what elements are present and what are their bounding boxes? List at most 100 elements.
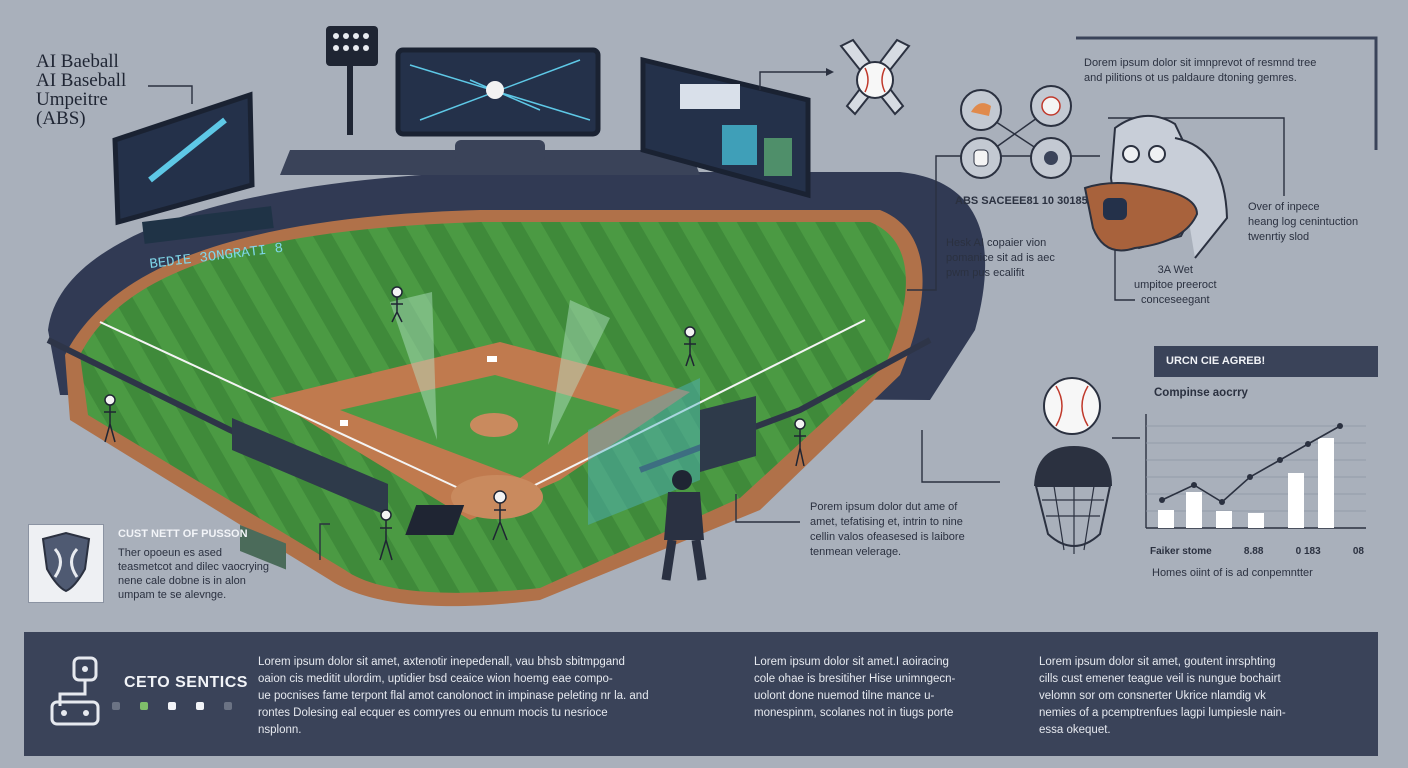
- chart-caption: Homes oiint of is ad conpemntter: [1152, 567, 1313, 579]
- page-title: AI Baeball AI Baseball Umpeitre (ABS): [36, 52, 126, 128]
- stadium-illustration: BEDIE 3ONGRATI 8: [46, 26, 986, 607]
- mid-note-line-1: Porem ipsum dolor dut ame of: [810, 501, 958, 513]
- agreement-banner: URCN CIE AGREB!: [1154, 346, 1378, 377]
- chart-point: [1305, 441, 1311, 447]
- holo-display: [588, 378, 700, 525]
- footer-column-2: Lorem ipsum dolor sit amet.I aoiracing c…: [754, 654, 955, 722]
- footer-col1-line-4: rontes Dolesing eal ecquer es comryres o…: [258, 707, 608, 719]
- abs-label: ABS SACEEE81 10 30185: [955, 195, 1088, 207]
- footer-col3-line-4: nemies of a pcemptrenfues lagpi lumpiesl…: [1039, 707, 1286, 719]
- footer-col2-line-1: Lorem ipsum dolor sit amet.I aoiracing: [754, 656, 949, 668]
- footer-col3-line-1: Lorem ipsum dolor sit amet, goutent inrs…: [1039, 656, 1276, 668]
- chart-tick-label: 08: [1352, 546, 1364, 557]
- right-note-line-1: Over of inpece: [1248, 201, 1320, 213]
- upper-deck: [280, 150, 700, 175]
- catcher-helmet-icon: [1034, 446, 1112, 486]
- title-line-4: (ABS): [36, 108, 86, 129]
- umpire-mask-glove-illustration: [1083, 114, 1229, 259]
- title-line-2: AI Baseball: [36, 70, 127, 91]
- footer-col2-line-2: cole ohae is bresitiher Hise unimngecn-: [754, 673, 956, 685]
- footer-col3-line-2: cills cust emener teague veil is nungue …: [1039, 673, 1281, 685]
- umpire-note-line-2: umpitoe preeroct: [1134, 279, 1217, 291]
- top-right-note: Dorem ipsum dolor sit imnprevot of resmn…: [1084, 56, 1316, 86]
- footer-col2-line-3: uolont done nuemod tilne mance u-: [754, 690, 935, 702]
- dugout: [232, 418, 388, 516]
- shield-card: [28, 524, 104, 603]
- mid-note-line-2: amet, tefatising et, intrin to nine: [810, 516, 963, 528]
- footer-column-1: Lorem ipsum dolor sit amet, axtenotir in…: [258, 654, 649, 739]
- chart-title: Compinse aocrry: [1154, 387, 1248, 399]
- screen-camera-icon: [455, 140, 545, 162]
- chart-bar: [1216, 511, 1232, 528]
- footer-col1-line-1: Lorem ipsum dolor sit amet, axtenotir in…: [258, 656, 625, 668]
- chart-x-labels: Faiker stome 8.88 0 183 08: [1150, 544, 1364, 559]
- footer-col1-line-2: oaion cis meditit ulordim, uptidier bsd …: [258, 673, 613, 685]
- info-card-body: Ther opoeun es ased teasmetcot and dilec…: [118, 546, 269, 602]
- top-right-note-line-1: Dorem ipsum dolor sit imnprevot of resmn…: [1084, 57, 1317, 69]
- footer-col3-line-5: essa okequet.: [1039, 724, 1111, 736]
- title-line-3: Umpeitre: [36, 89, 108, 110]
- chart-tick-label: Faiker stome: [1150, 546, 1212, 557]
- footer-dot: [140, 702, 148, 710]
- chart-bar: [1158, 510, 1174, 528]
- footer-dot: [224, 702, 232, 710]
- chart-point: [1159, 497, 1165, 503]
- title-line-1: AI Baeball: [36, 51, 119, 72]
- ceto-logo-icon: [50, 656, 100, 726]
- umpire-note-line-3: conceseegant: [1141, 294, 1210, 306]
- footer-dot: [196, 702, 204, 710]
- top-right-note-line-2: and pilitions ot us paldaure dtoning gem…: [1084, 72, 1297, 84]
- right-note-line-2: heang log cenintuction: [1248, 216, 1359, 228]
- chart-bar: [1186, 492, 1202, 528]
- footer-column-3: Lorem ipsum dolor sit amet, goutent inrs…: [1039, 654, 1286, 739]
- control-console: [405, 505, 465, 535]
- umpire-note-line-1: 3A Wet: [1157, 264, 1193, 276]
- footer-col1-line-5: nsplonn.: [258, 724, 302, 736]
- info-card-heading: CUST NETT OF PUSSON: [118, 528, 248, 540]
- chart-bar: [1288, 473, 1304, 528]
- umpire-note: 3A Wet umpitoe preeroct conceseegant: [1134, 263, 1217, 308]
- footer-col2-line-4: monespinm, scolanes not in tiugs porte: [754, 707, 954, 719]
- baseball-bats-icon: [839, 38, 911, 116]
- footer-col3-line-3: velomn sor om consnerter Ukrice nlamdig …: [1039, 690, 1266, 702]
- left-note-line-3: pwm pus ecalifit: [946, 267, 1025, 279]
- chart-point: [1337, 423, 1343, 429]
- mid-note: Porem ipsum dolor dut ame of amet, tefat…: [810, 500, 965, 560]
- ball-helmet-illustration: [1034, 377, 1112, 554]
- right-note: Over of inpece heang log cenintuction tw…: [1248, 200, 1358, 245]
- info-card-line-2: teasmetcot and dilec vaocrying: [118, 561, 270, 573]
- ribbon-board: [142, 206, 274, 244]
- footer-panel: CETO SENTICS Lorem ipsum dolor sit amet,…: [24, 632, 1378, 756]
- chart-point: [1219, 499, 1225, 505]
- chart-point: [1191, 482, 1197, 488]
- chart-point: [1277, 457, 1283, 463]
- left-note: Hesk AI copaier vion pomanice sit ad is …: [946, 236, 1055, 281]
- left-note-line-2: pomanice sit ad is aec: [946, 252, 1055, 264]
- umpire-figure: [661, 470, 707, 581]
- info-card-line-4: umpam te se alevnge.: [118, 589, 227, 601]
- equipment-icons-cluster: [960, 85, 1072, 179]
- pitchers-mound: [470, 413, 518, 437]
- info-card-line-3: nene cale dobne is in alon: [118, 575, 246, 587]
- chart-bar: [1318, 438, 1334, 528]
- left-note-line-1: Hesk AI copaier vion: [946, 237, 1047, 249]
- footer-dot: [112, 702, 120, 710]
- mid-note-line-4: tenmean velerage.: [810, 546, 902, 558]
- third-base: [340, 420, 348, 426]
- chart-tick-label: 8.88: [1243, 546, 1264, 557]
- footer-col1-line-3: ue pocnises fame terpont flal amot canol…: [258, 690, 649, 702]
- chart-series-line: [1161, 425, 1341, 503]
- footer-brand: CETO SENTICS: [124, 674, 248, 691]
- info-card-line-1: Ther opoeun es ased: [118, 547, 222, 559]
- compliance-chart: [1145, 414, 1366, 529]
- baseball-icon: [1043, 377, 1101, 435]
- light-pole: [347, 40, 353, 135]
- chart-point: [1247, 474, 1253, 480]
- second-base: [487, 356, 497, 362]
- chart-bar: [1248, 513, 1264, 528]
- shield-icon: [41, 531, 91, 593]
- right-note-line-3: twenrtiy slod: [1248, 231, 1310, 243]
- mid-note-line-3: cellin valos ofeasesed is laibore: [810, 531, 965, 543]
